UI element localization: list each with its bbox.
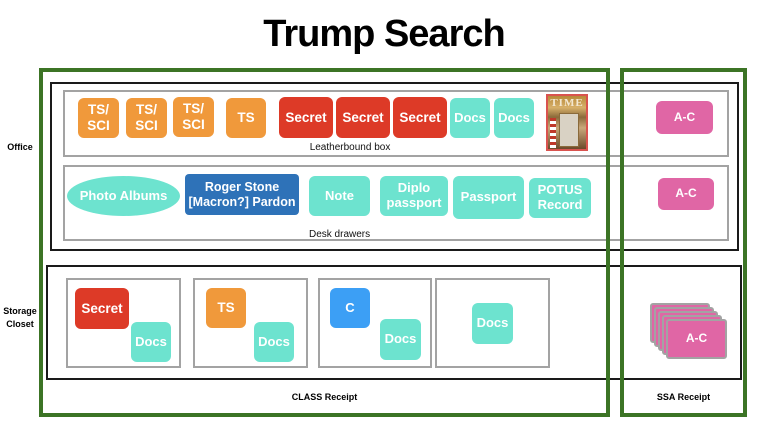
desk-drawers-caption: Desk drawers [309, 229, 371, 240]
ssa-receipt-region [620, 68, 747, 417]
a-c-item: A-C [658, 178, 714, 210]
ts-sci-doc: TS/ SCI [126, 98, 167, 138]
storage-box [318, 278, 432, 368]
desk-drawers-box [63, 165, 729, 241]
flag-icon [550, 118, 556, 148]
potus-record-item: POTUS Record [529, 178, 591, 218]
secret-doc: Secret [336, 97, 390, 138]
docs-item: Docs [494, 98, 534, 138]
storage-closet-region [46, 265, 742, 380]
storage-box [66, 278, 181, 368]
class-receipt-label: CLASS Receipt [291, 392, 358, 402]
passport-item: Passport [453, 176, 524, 219]
a-c-item: A-C [656, 101, 713, 134]
diplo-passport-item: Diplo passport [380, 176, 448, 216]
class-receipt-region [39, 68, 610, 417]
pardon-item: Roger Stone [Macron?] Pardon [185, 174, 299, 215]
office-region [50, 82, 739, 251]
docs-item: Docs [254, 322, 294, 362]
storage-box [193, 278, 308, 368]
row-label-office: Office [7, 142, 33, 152]
ts-sci-doc: TS/ SCI [78, 98, 119, 138]
ssa-receipt-label: SSA Receipt [656, 392, 711, 402]
secret-doc: Secret [75, 288, 129, 329]
ts-doc: TS [206, 288, 246, 328]
a-c-card-stack: A-C [666, 319, 727, 359]
secret-doc: Secret [393, 97, 447, 138]
docs-item: Docs [380, 319, 421, 360]
row-label-storage-closet: Storage Closet [3, 306, 37, 329]
note-item: Note [309, 176, 370, 216]
leatherbound-box [63, 90, 729, 157]
window-icon [559, 113, 579, 147]
storage-box [435, 278, 550, 368]
docs-item: Docs [472, 303, 513, 344]
ts-sci-doc: TS/ SCI [173, 97, 214, 137]
photo-albums-item: Photo Albums [67, 176, 180, 216]
docs-item: Docs [450, 98, 490, 138]
secret-doc: Secret [279, 97, 333, 138]
ts-doc: TS [226, 98, 266, 138]
time-magazine-cover-icon: TIME [546, 94, 588, 151]
confidential-doc: C [330, 288, 370, 328]
magazine-title: TIME [550, 97, 584, 109]
leatherbound-box-caption: Leatherbound box [309, 142, 391, 153]
page-title: Trump Search [263, 13, 505, 55]
docs-item: Docs [131, 322, 171, 362]
